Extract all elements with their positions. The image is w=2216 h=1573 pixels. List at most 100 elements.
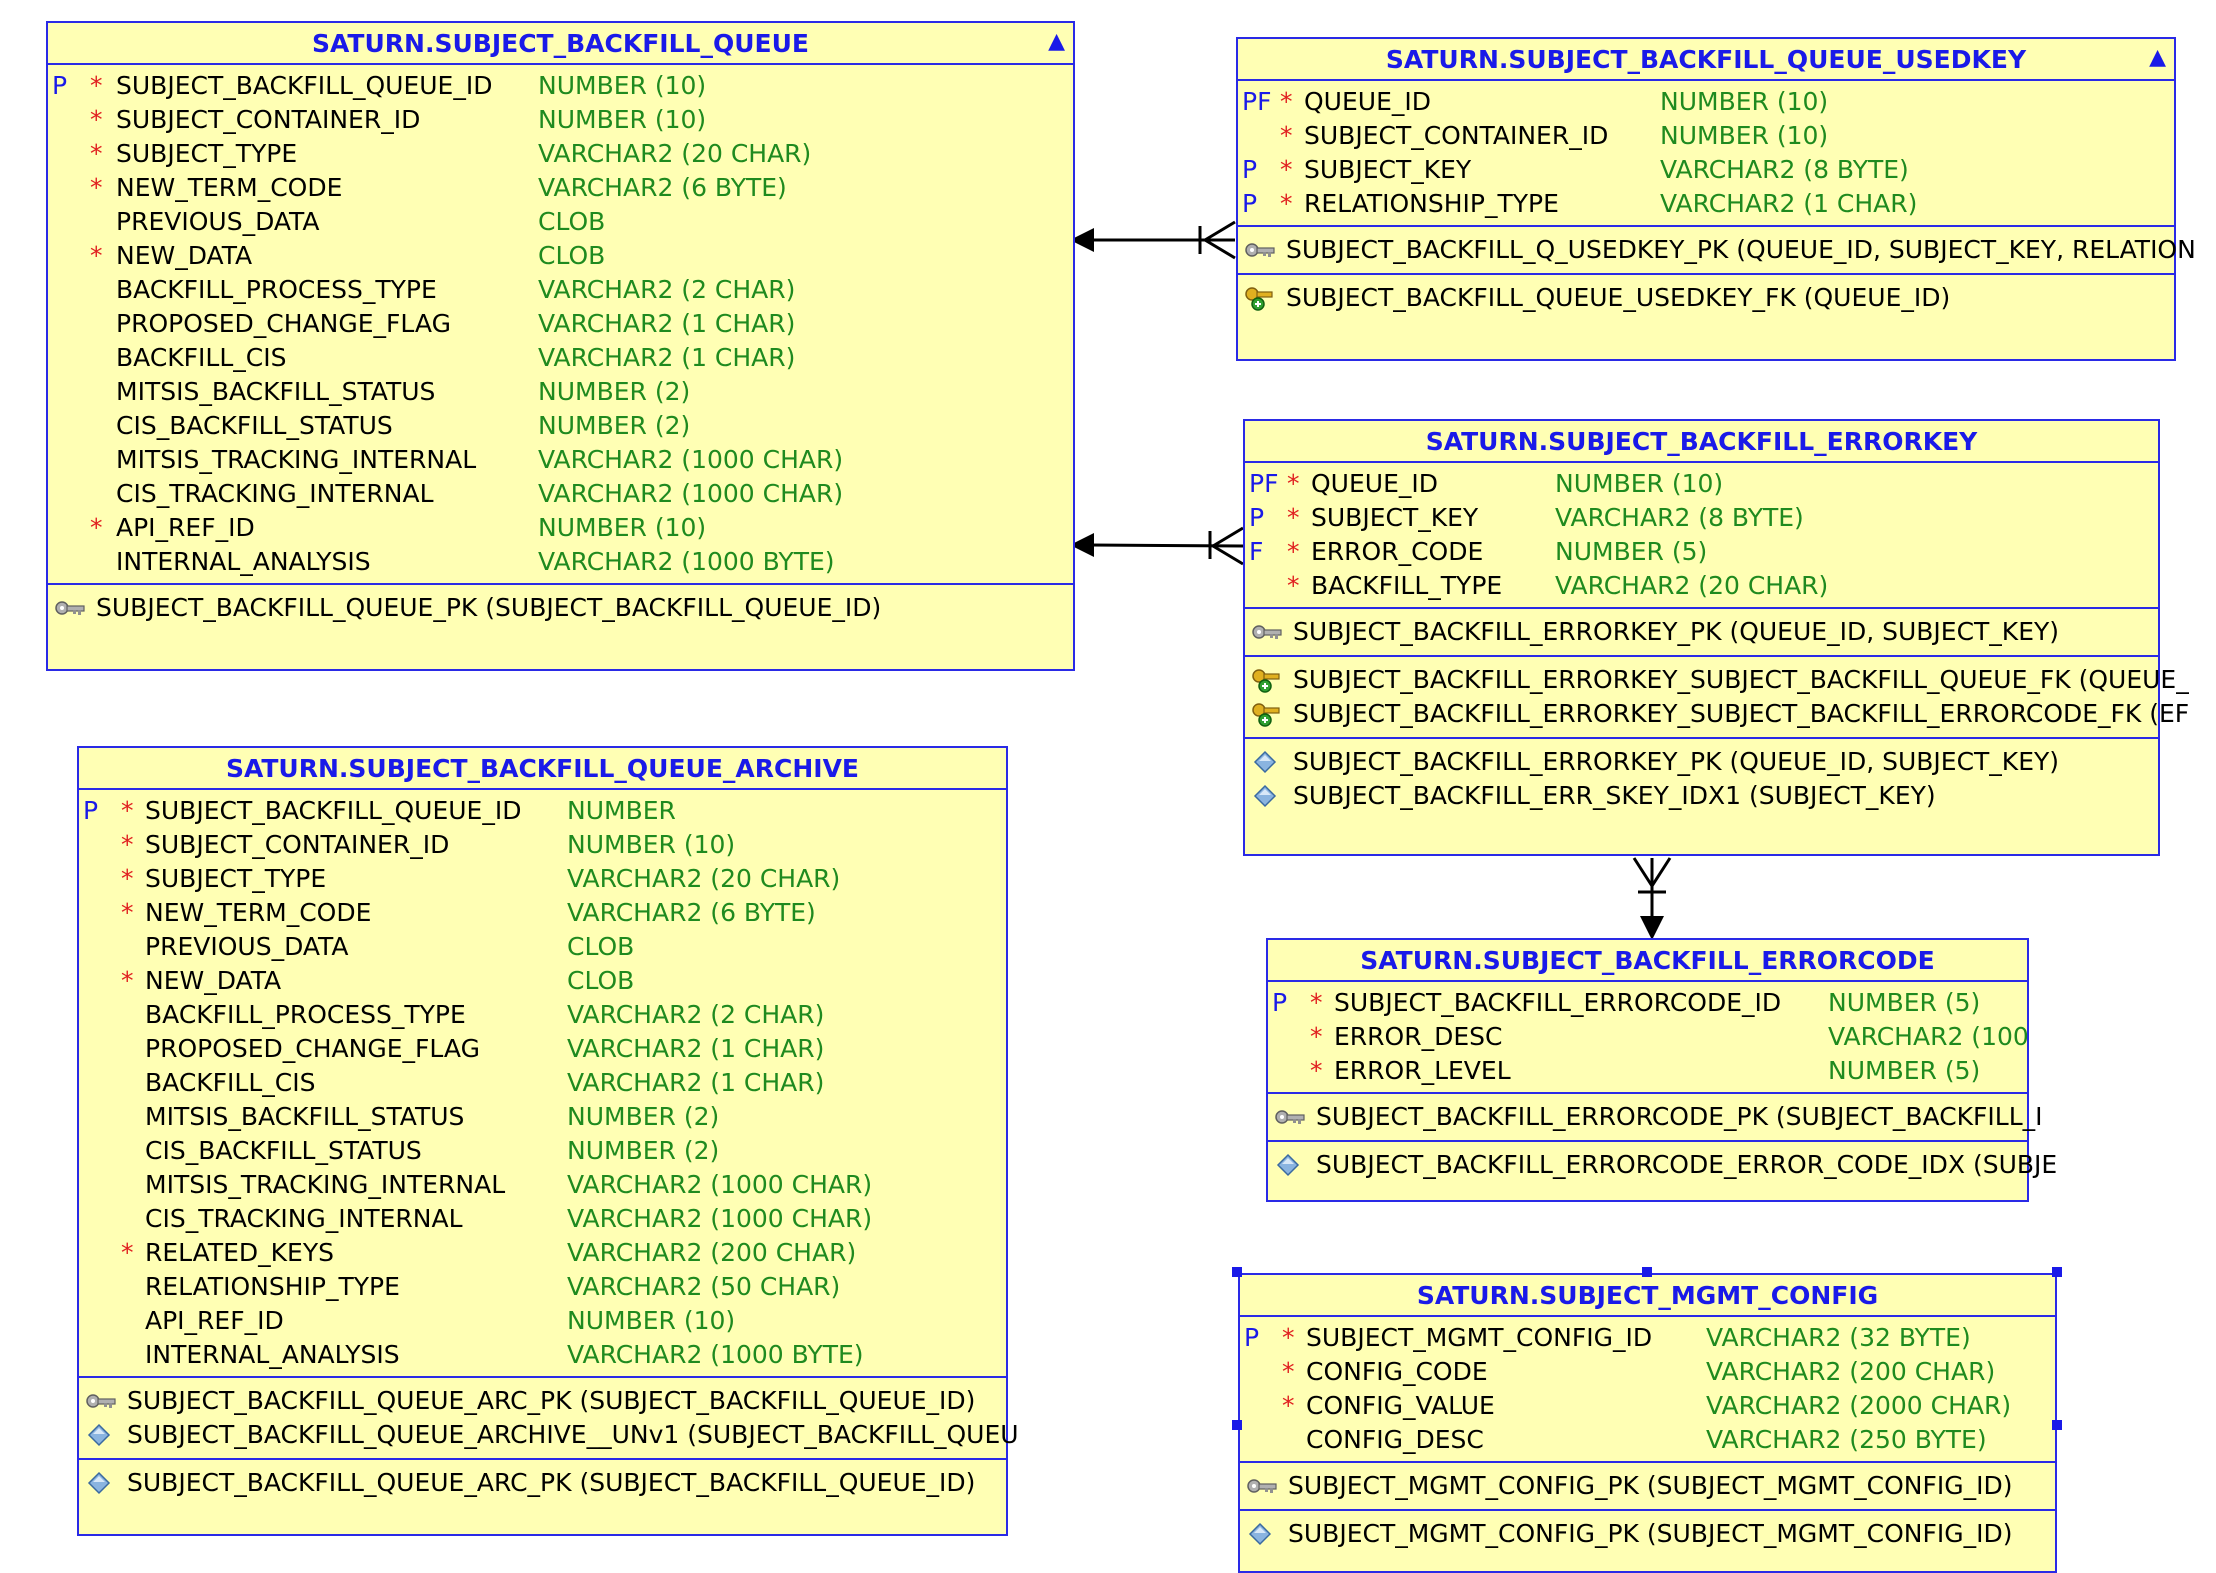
- entity-subject-backfill-queue[interactable]: SATURN.SUBJECT_BACKFILL_QUEUE▲P*SUBJECT_…: [46, 21, 1075, 671]
- constraint-item[interactable]: SUBJECT_BACKFILL_ERR_SKEY_IDX1 (SUBJECT_…: [1245, 779, 2158, 813]
- constraint-text: SUBJECT_BACKFILL_QUEUE_ARC_PK (SUBJECT_B…: [127, 1468, 976, 1497]
- column-type: VARCHAR2 (100: [1828, 1022, 2029, 1051]
- column-type: NUMBER (5): [1828, 1056, 1981, 1085]
- relationship-errorkey-queue[interactable]: [1070, 526, 1244, 566]
- column-type: VARCHAR2 (1 CHAR): [567, 1068, 825, 1097]
- column-row[interactable]: API_REF_ID NUMBER (10): [79, 1304, 1006, 1338]
- constraint-item[interactable]: SUBJECT_BACKFILL_ERRORCODE_ERROR_CODE_ID…: [1268, 1148, 2057, 1182]
- constraint-item[interactable]: SUBJECT_BACKFILL_ERRORKEY_PK (QUEUE_ID, …: [1245, 745, 2158, 779]
- entity-subject-backfill-errorkey[interactable]: SATURN.SUBJECT_BACKFILL_ERRORKEY PF*QUEUE…: [1243, 419, 2189, 856]
- constraint-item[interactable]: SUBJECT_BACKFILL_QUEUE_ARC_PK (SUBJECT_B…: [79, 1384, 1006, 1418]
- required-flag: *: [1310, 1022, 1323, 1051]
- column-name: API_REF_ID: [145, 1306, 284, 1335]
- column-type: NUMBER (10): [1660, 87, 1829, 116]
- constraint-item[interactable]: SUBJECT_BACKFILL_ERRORKEY_SUBJECT_BACKFI…: [1245, 697, 2189, 731]
- constraint-item[interactable]: SUBJECT_MGMT_CONFIG_PK (SUBJECT_MGMT_CON…: [1240, 1517, 2055, 1551]
- relationship-errorkey-errorcode[interactable]: [1632, 857, 1672, 940]
- column-type: VARCHAR2 (250 BYTE): [1706, 1425, 1987, 1454]
- required-flag: *: [1310, 1056, 1323, 1085]
- collapse-triangle-icon[interactable]: ▲: [2149, 45, 2166, 70]
- selection-handle[interactable]: [1642, 1267, 1652, 1277]
- column-name: SUBJECT_TYPE: [116, 139, 298, 168]
- column-name: ERROR_LEVEL: [1334, 1056, 1511, 1085]
- constraint-item[interactable]: SUBJECT_BACKFILL_ERRORCODE_PK (SUBJECT_B…: [1268, 1100, 2043, 1134]
- column-name: MITSIS_TRACKING_INTERNAL: [116, 445, 477, 474]
- selection-handle[interactable]: [2052, 1267, 2062, 1277]
- constraint-item[interactable]: SUBJECT_MGMT_CONFIG_PK (SUBJECT_MGMT_CON…: [1240, 1469, 2055, 1503]
- entity-title: SATURN.SUBJECT_BACKFILL_QUEUE_USEDKEY▲: [1238, 39, 2174, 81]
- relationship-usedkey-queue[interactable]: [1070, 220, 1236, 260]
- entity-title: SATURN.SUBJECT_BACKFILL_ERRORKEY: [1245, 421, 2158, 463]
- column-type: VARCHAR2 (20 CHAR): [567, 864, 841, 893]
- entity-subject-backfill-queue-archive[interactable]: SATURN.SUBJECT_BACKFILL_QUEUE_ARCHIVE P*S…: [77, 746, 1019, 1536]
- selection-handle[interactable]: [2052, 1420, 2062, 1430]
- constraint-item[interactable]: SUBJECT_BACKFILL_Q_USEDKEY_PK (QUEUE_ID,…: [1238, 233, 2196, 267]
- constraint-section: SUBJECT_MGMT_CONFIG_PK (SUBJECT_MGMT_CON…: [1240, 1461, 2055, 1509]
- constraint-item[interactable]: SUBJECT_BACKFILL_QUEUE_PK (SUBJECT_BACKF…: [48, 591, 1073, 625]
- constraint-item[interactable]: SUBJECT_BACKFILL_QUEUE_ARC_PK (SUBJECT_B…: [79, 1466, 1006, 1500]
- constraint-item[interactable]: SUBJECT_BACKFILL_QUEUE_USEDKEY_FK (QUEUE…: [1238, 281, 2174, 315]
- column-row[interactable]: * ERROR_LEVEL NUMBER (5): [1268, 1054, 2027, 1088]
- selection-handle[interactable]: [1232, 1267, 1242, 1277]
- required-flag: *: [90, 139, 103, 168]
- column-type: NUMBER (10): [567, 1306, 736, 1335]
- constraint-item[interactable]: SUBJECT_BACKFILL_ERRORKEY_PK (QUEUE_ID, …: [1245, 615, 2158, 649]
- entity-title-text: SATURN.SUBJECT_BACKFILL_QUEUE_ARCHIVE: [225, 754, 860, 783]
- constraint-item[interactable]: SUBJECT_BACKFILL_ERRORKEY_SUBJECT_BACKFI…: [1245, 663, 2189, 697]
- collapse-triangle-icon[interactable]: ▲: [1048, 29, 1065, 54]
- selection-handle[interactable]: [1232, 1420, 1242, 1430]
- constraint-item[interactable]: SUBJECT_BACKFILL_QUEUE_ARCHIVE__UNv1 (SU…: [79, 1418, 1019, 1452]
- entity-subject-backfill-queue-usedkey[interactable]: SATURN.SUBJECT_BACKFILL_QUEUE_USEDKEY▲ PF…: [1236, 37, 2196, 361]
- column-type: VARCHAR2 (1000 BYTE): [538, 547, 835, 576]
- required-flag: *: [121, 898, 134, 927]
